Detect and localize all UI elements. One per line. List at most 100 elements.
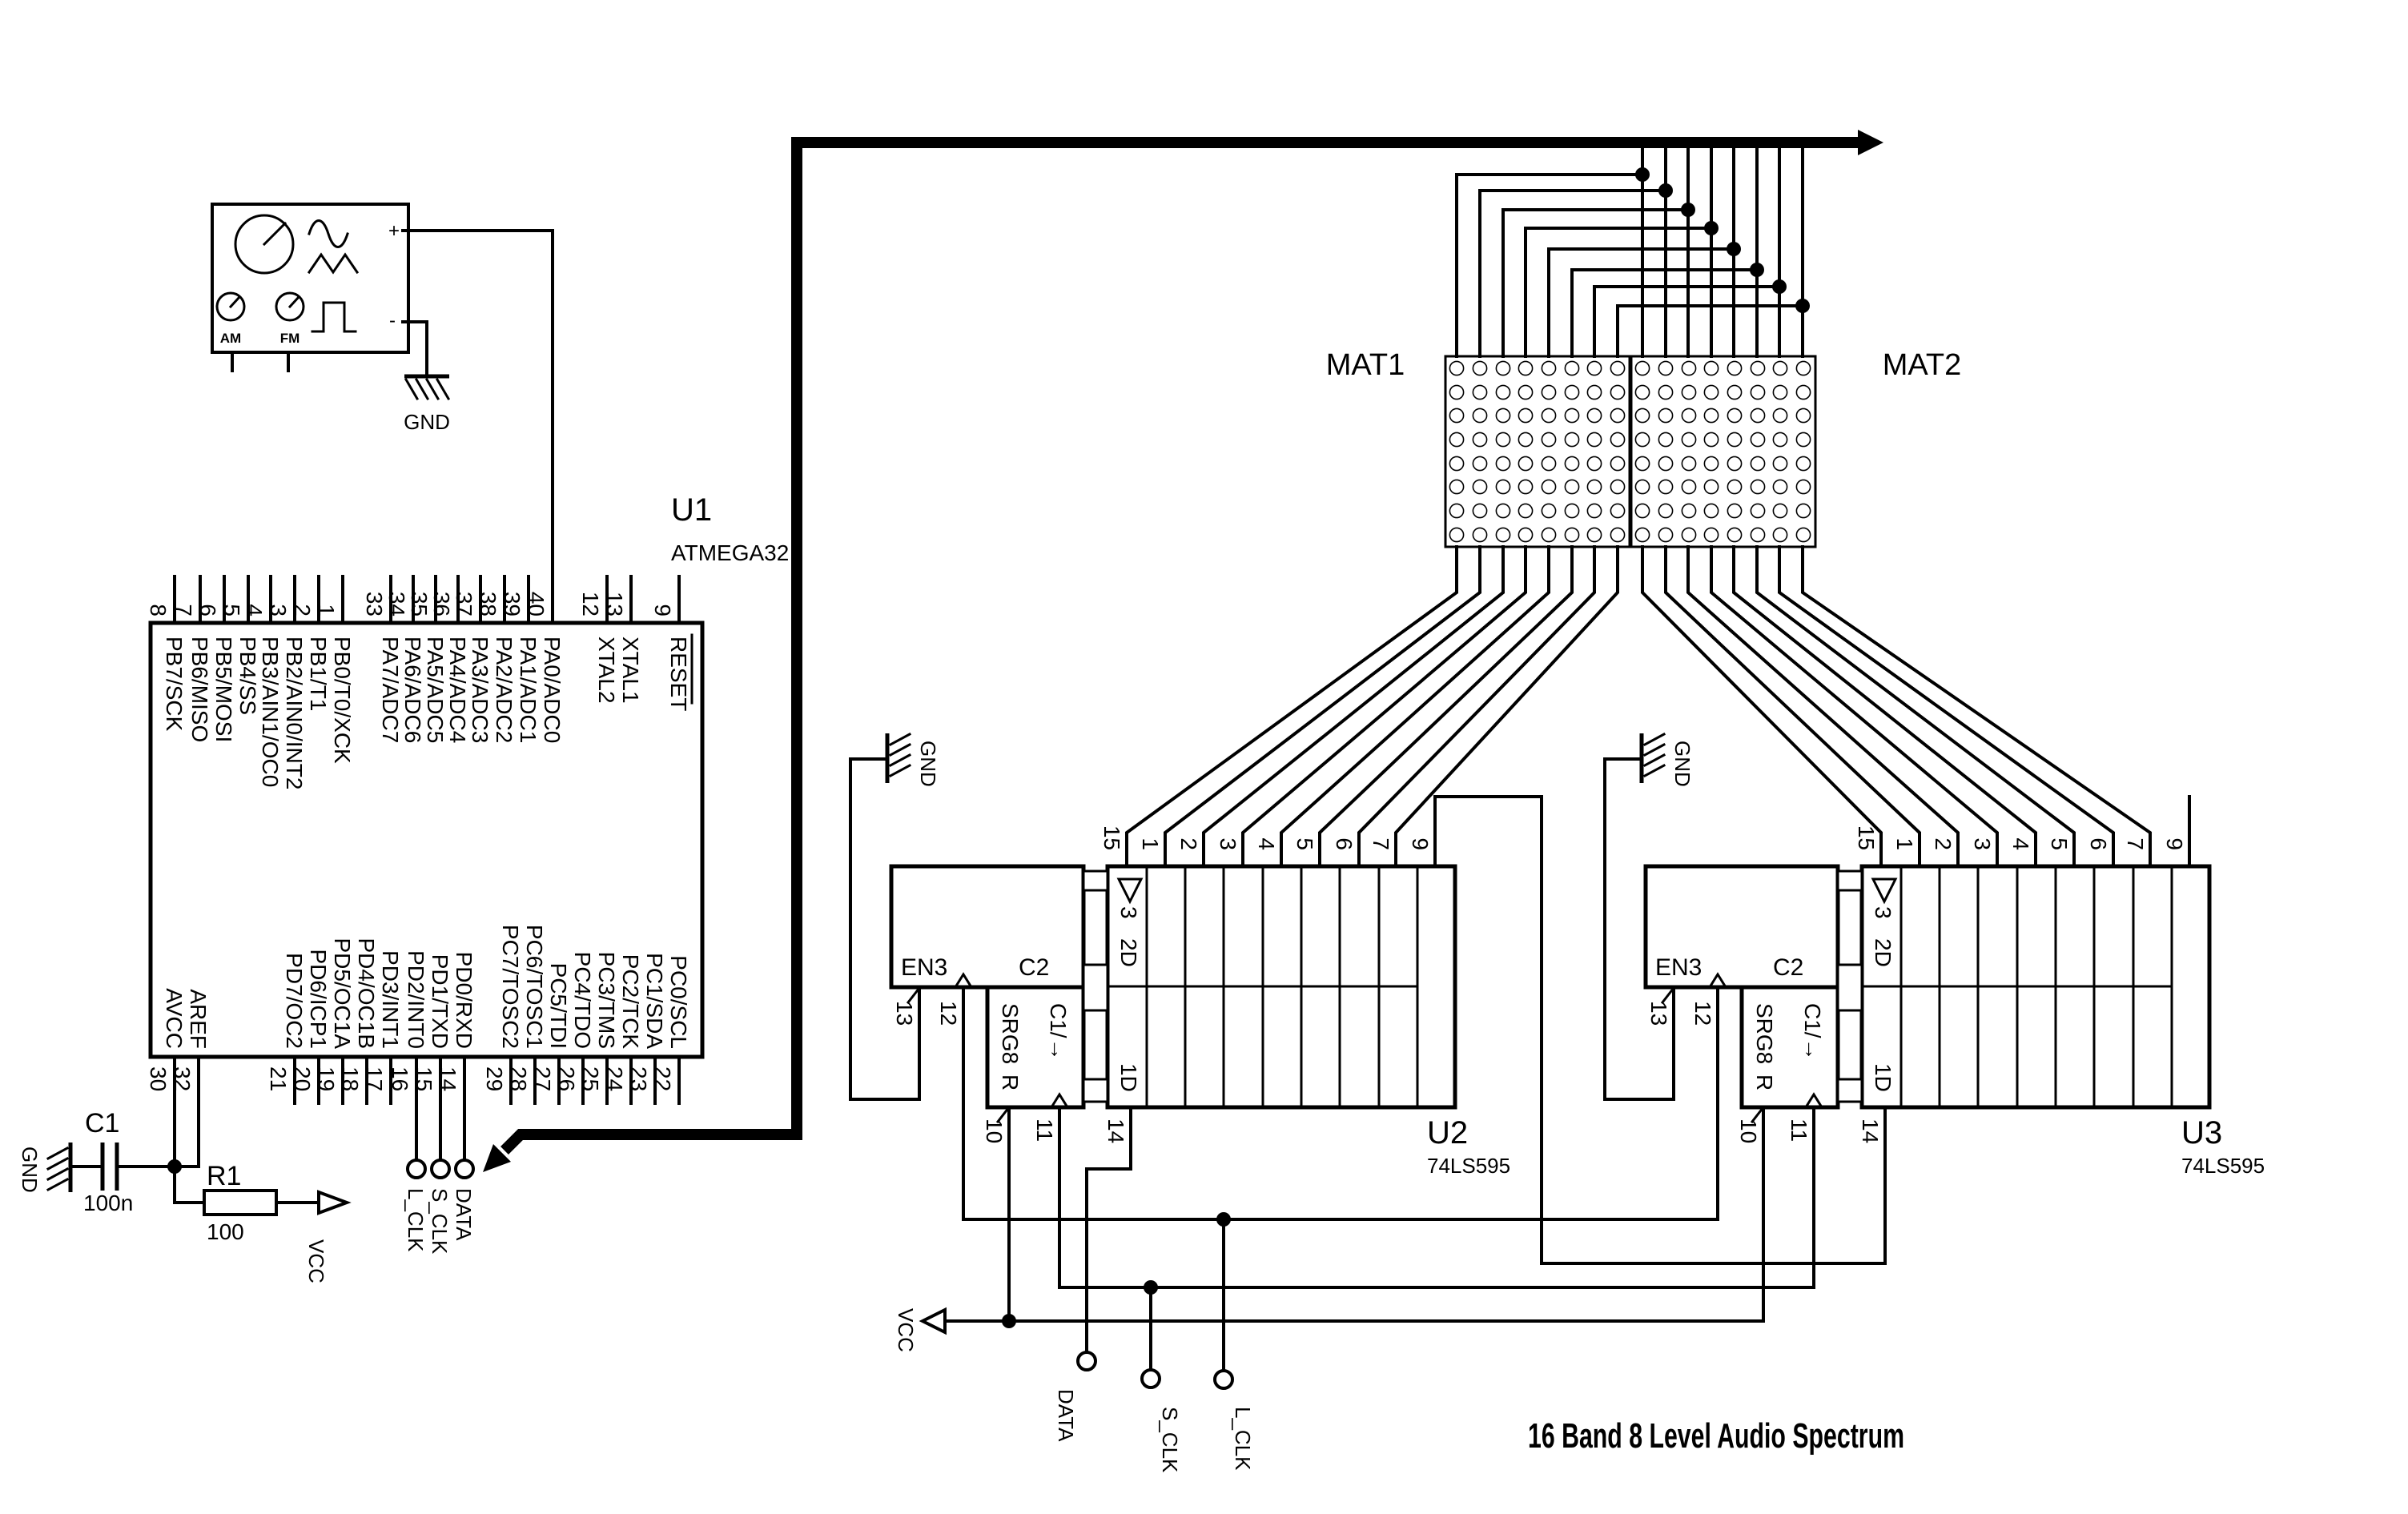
pin-number: 27 [530, 1066, 555, 1091]
clock-caret [1803, 1092, 1824, 1110]
pin-number: 14 [1103, 1118, 1128, 1143]
pin-label: PA4/ADC4 [445, 637, 470, 743]
pin-label: PA7/ADC7 [378, 637, 403, 743]
audio-gnd-wire [401, 320, 428, 378]
tristate-label: 3 [1871, 906, 1895, 919]
en3-label: EN3 [1655, 954, 1702, 981]
tristate-label: 3 [1116, 906, 1141, 919]
pin-number: 9 [1408, 837, 1433, 850]
net-label-lclk: L_CLK [1231, 1407, 1255, 1471]
u1-bottom-pins [173, 1055, 681, 1168]
pin-number: 13 [1646, 1001, 1671, 1026]
pin-label: XTAL2 [594, 637, 619, 704]
am-label: AM [220, 331, 241, 346]
audio-source: AM FM + - GND [211, 203, 554, 624]
u1-ref: U1 [671, 492, 712, 528]
pin-label: XTAL1 [618, 637, 643, 704]
srg8-block [985, 985, 1086, 1110]
pin-number: 4 [2008, 837, 2033, 850]
d2-label: 2D [1871, 938, 1895, 967]
pin-label: PB5/MOSI [211, 637, 236, 742]
r1-value: 100 [207, 1219, 244, 1244]
pin-number: 40 [524, 592, 549, 616]
clock-caret [1049, 1092, 1070, 1110]
srg8-label: SRG8 [1752, 1003, 1777, 1064]
pin-number: 1 [1892, 837, 1917, 850]
net-label-sclk: S_CLK [1158, 1407, 1182, 1473]
c2-label: C2 [1773, 954, 1803, 981]
pin-label: PD3/INT1 [378, 950, 403, 1049]
srg8-block [1739, 985, 1840, 1110]
vcc-label: VCC [894, 1308, 918, 1352]
pin-label: PD7/OC2 [282, 953, 307, 1049]
mat2-body [1630, 355, 1817, 548]
fm-knob-icon [275, 291, 305, 322]
u1-mcu: U1 ATMEGA32 8 7 6 5 4 3 2 1 33 34 35 36 … [146, 492, 789, 1168]
pin-label: PB7/SCK [162, 637, 187, 732]
pin-label: PC0/SCL [666, 955, 691, 1049]
reset-input-label: R [998, 1074, 1023, 1090]
pin-number: 15 [1099, 825, 1124, 850]
pin-label: PB0/T0/XCK [330, 637, 355, 764]
pin-number: 20 [290, 1066, 315, 1091]
pin-number: 13 [602, 592, 627, 616]
pin-label: PB3/AIN1/OC0 [258, 637, 283, 787]
u3-shift-register: GND EN3 C2 SRG8 R C1/→ 3 2D 1D 13 12 10 … [1603, 732, 2265, 1323]
pin-number: 23 [626, 1066, 651, 1091]
pin-number: 7 [2123, 837, 2148, 850]
bus-arrowhead [483, 1144, 511, 1172]
pin-label: PD4/OC1B [354, 938, 379, 1050]
plus-terminal-label: + [388, 220, 400, 242]
pin-label: PD2/INT0 [404, 950, 428, 1049]
clock-caret [953, 972, 974, 990]
pin-label: AREF [186, 989, 211, 1049]
bus-arrowhead [1858, 130, 1883, 155]
gnd-label: GND [18, 1147, 42, 1193]
gnd-symbol: GND [849, 732, 940, 1101]
pin-label: PA2/ADC2 [492, 637, 517, 743]
pin-number: 21 [266, 1066, 291, 1091]
pin-number: 5 [1292, 837, 1317, 850]
gnd-symbol: GND [18, 1143, 73, 1193]
u1-part: ATMEGA32 [671, 540, 789, 565]
pin-number: 6 [195, 604, 220, 616]
pin-number: 17 [362, 1066, 387, 1091]
pin-number: 13 [892, 1001, 917, 1026]
pin-number: 36 [429, 592, 454, 616]
pin-number: 5 [219, 604, 244, 616]
bus-arrow [483, 130, 1883, 1172]
pin-number: 11 [1787, 1118, 1811, 1142]
pin-number: 35 [407, 592, 432, 616]
pin-number: 37 [452, 592, 476, 616]
am-knob-icon [215, 291, 246, 322]
pin-label: PA0/ADC0 [540, 637, 565, 743]
pin-number: 8 [146, 604, 171, 616]
pin-number: 32 [170, 1066, 195, 1091]
pin-number: 12 [1690, 1001, 1715, 1026]
minus-terminal-label: - [389, 310, 396, 331]
triangle-wave-icon [307, 252, 360, 275]
mat1-column-fan [1125, 545, 1619, 868]
c1-ref: C1 [85, 1108, 119, 1139]
net-label-lclk: L_CLK [404, 1188, 428, 1252]
pin-label: PA6/ADC6 [400, 637, 425, 743]
mat1-body [1444, 355, 1631, 548]
u2-part: 74LS595 [1427, 1154, 1510, 1178]
terminal-lclk [406, 1159, 427, 1179]
c1-shift-label: C1/→ [1046, 1003, 1071, 1061]
pin-label: PC7/TOSC2 [498, 925, 523, 1049]
active-low-wedge [1750, 1105, 1766, 1124]
mat2-column-fan [1641, 545, 2152, 868]
pin-number: 7 [171, 604, 196, 616]
tristate-triangle-icon [1871, 877, 1898, 905]
u1-top-pins [173, 575, 681, 624]
pin-number: 3 [1970, 837, 1995, 850]
sine-wave-icon [308, 219, 349, 248]
srg8-label: SRG8 [998, 1003, 1023, 1064]
pin-number: 4 [242, 604, 267, 616]
terminal-lclk [1213, 1369, 1234, 1390]
pin-number: 2 [1931, 837, 1956, 850]
pin-number: 14 [1858, 1118, 1883, 1143]
pin-number: 9 [650, 604, 675, 616]
mat1-label: MAT1 [1326, 348, 1405, 382]
